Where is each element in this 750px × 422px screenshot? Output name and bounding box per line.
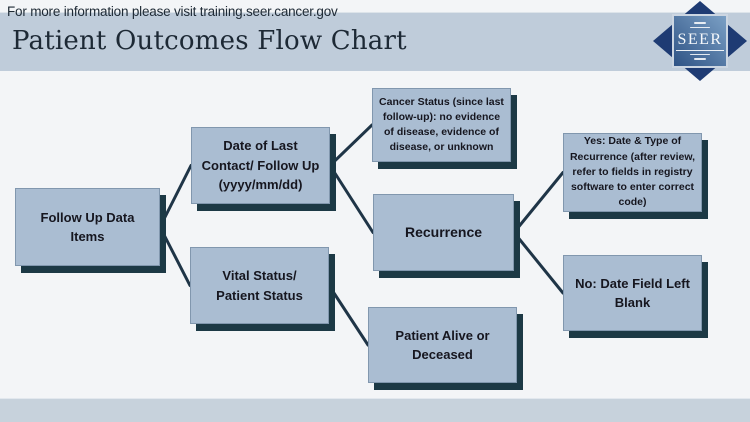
flow-node-date-of-last-contact: Date of Last Contact/ Follow Up (yyyy/mm… [191, 127, 330, 204]
flow-node-label: Yes: Date & Type of Recurrence (after re… [569, 135, 696, 209]
connector-date-of-last-contact--recurrence [328, 164, 375, 234]
flow-node-label: No: Date Field Left Blank [575, 275, 690, 311]
flow-node-label: Patient Alive or Deceased [395, 327, 490, 363]
flow-node-recurrence: Recurrence [373, 194, 514, 271]
flow-node-label: Recurrence [404, 224, 483, 240]
flow-node-label: Vital Status/ Patient Status [216, 268, 303, 303]
logo-decorative-line [690, 26, 710, 29]
logo-decorative-line [690, 53, 710, 56]
flow-node-patient-alive-or-deceased: Patient Alive or Deceased [368, 307, 517, 383]
connector-recurrence--no-date-field-left-blank [512, 231, 565, 295]
footer-bar [0, 398, 750, 422]
logo-decorative-line [694, 58, 706, 60]
flow-node-no-date-field-left-blank: No: Date Field Left Blank [563, 255, 702, 331]
flow-node-label: Cancer Status (since last follow-up): no… [379, 95, 504, 154]
seer-logo-text: SEER [676, 32, 724, 51]
seer-logo-square: SEER [672, 14, 728, 68]
flow-node-follow-up-data-items: Follow Up Data Items [15, 188, 160, 266]
footer-text: For more information please visit traini… [7, 4, 338, 19]
connector-follow-up-data-items--date-of-last-contact [158, 164, 193, 229]
connector-vital-status-patient-status--patient-alive-or-deceased [327, 284, 370, 347]
flow-node-yes-date-and-type-of-recurrence: Yes: Date & Type of Recurrence (after re… [563, 133, 702, 212]
flow-node-cancer-status: Cancer Status (since last follow-up): no… [372, 88, 511, 162]
logo-decorative-line [694, 22, 706, 24]
flow-node-label: Date of Last Contact/ Follow Up (yyyy/mm… [201, 138, 320, 193]
flow-node-vital-status-patient-status: Vital Status/ Patient Status [190, 247, 329, 324]
connector-date-of-last-contact--cancer-status [328, 123, 374, 167]
page-title: Patient Outcomes Flow Chart [12, 26, 407, 56]
connector-follow-up-data-items--vital-status-patient-status [158, 225, 192, 287]
flow-node-label: Follow Up Data Items [40, 209, 135, 245]
seer-logo: SEER [653, 1, 747, 81]
header-bar [0, 12, 750, 71]
connector-recurrence--yes-date-and-type-of-recurrence [512, 171, 565, 234]
